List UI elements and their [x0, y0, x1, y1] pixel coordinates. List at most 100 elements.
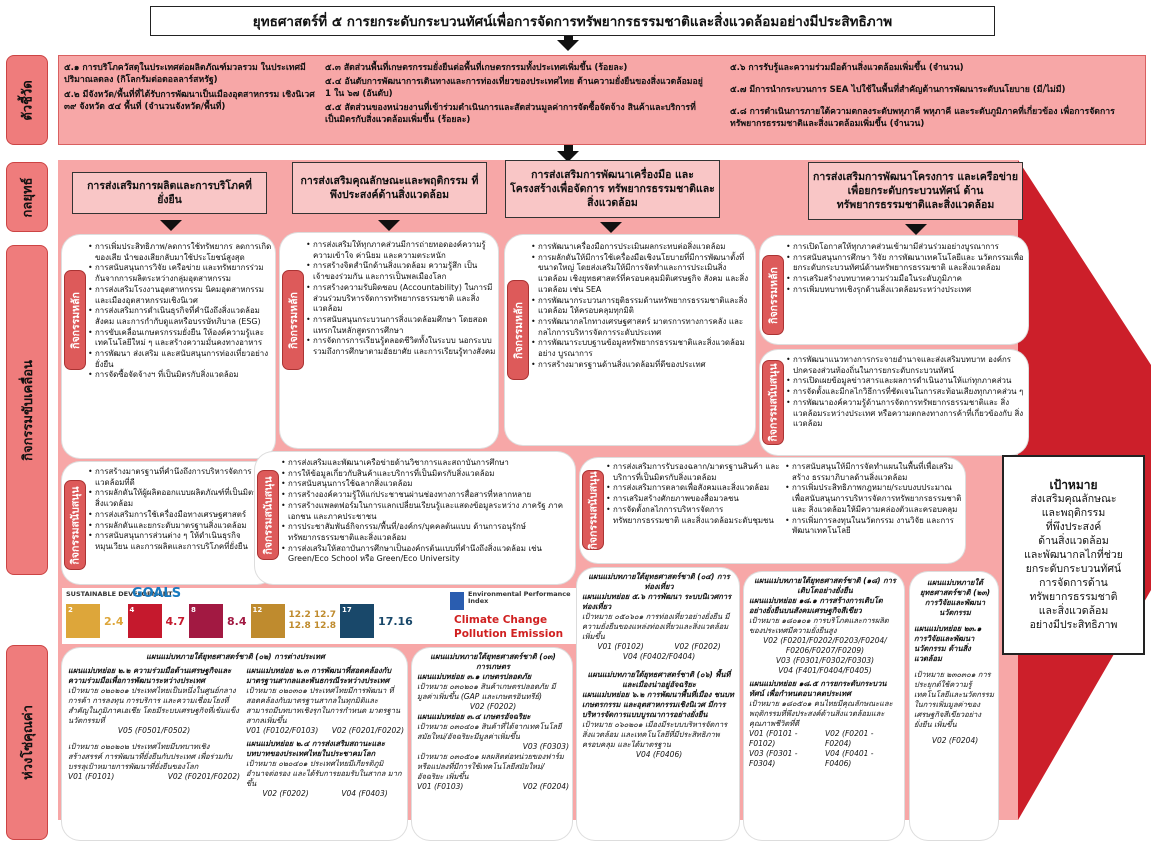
epi-item: Pollution Emission [454, 628, 564, 640]
sdg-2-icon: 2 [66, 604, 100, 638]
sdg-8-icon: 8 [189, 604, 223, 638]
plan-panel-1 [62, 648, 407, 840]
plan-subtitle: แผนแม่บทย่อย ๕.๖ การพัฒนา ระบบนิเวศการท่… [582, 592, 732, 611]
goal-line: การจัดการด้าน [1039, 577, 1108, 589]
list-item: การผลักดันให้มีการใช้เครื่องมือเชิงนโยบา… [531, 253, 753, 296]
plan-subtitle: แผนแม่บทย่อย ๑๘.๕ การยกระดับกระบวนทัศน์ … [749, 679, 887, 698]
list-item: การสนับสนุนการใช้ฉลากสิ่งแวดล้อม [281, 479, 573, 490]
activity-list-1-support: การสร้างมาตรฐานที่คำนึงถึงการบริหารจัดกา… [88, 467, 272, 553]
plan-value: V02 (F0202) [469, 702, 517, 711]
indicator-item: ๕.๕ สัดส่วนของหน่วยงานที่เข้าร่วมดำเนินก… [325, 103, 696, 125]
plan-value: V01 (F0101) [68, 772, 115, 781]
side-label-indicators: ตัวชี้วัด [6, 55, 48, 145]
plan-value: V02 (F0201/F0202) [167, 772, 240, 781]
list-item: การจัดตั้งและมีกลไกวิธีการที่ชัดเจนในการ… [786, 387, 1026, 398]
list-item: การเพิ่มประสิทธิภาพกฎหมาย/ระบบงบประมาณ เ… [785, 483, 963, 515]
plan-panel-3 [577, 568, 739, 840]
strategy-box-1: การส่งเสริมการผลิตและการบริโภคที่ยั่งยืน [72, 172, 267, 214]
down-arrow-icon [905, 224, 927, 235]
list-item: การพัฒนาระบบฐานข้อมูลทรัพยากรธรรมชาติและ… [531, 338, 753, 359]
list-item: การสนับสนุนให้มีการจัดทำแผนในพื้นที่เพื่… [785, 462, 963, 483]
list-item: การสร้างจิตสำนึกด้านสิ่งแวดล้อม ความรู้ส… [306, 261, 496, 282]
goal-box: เป้าหมาย ส่งเสริมคุณลักษณะ และพฤติกรรม ท… [1002, 455, 1145, 655]
activity-list-3-main: การพัฒนาเครื่องมือการประเมินผลกระทบต่อสิ… [531, 242, 753, 370]
list-item: การสนับสนุนการส่วนต่าง ๆ ให้ดำเนินธุรกิจ… [88, 531, 272, 552]
plan-block-2: แผนแม่บทภายใต้ยุทธศาสตร์ชาติ (๐๓) การเกษ… [417, 652, 569, 792]
plan-block-4: แผนแม่บทภายใต้ยุทธศาสตร์ชาติ (๑๘) การเติ… [749, 576, 901, 769]
list-item: การพัฒนาองค์ความรู้ด้านการจัดการทรัพยากร… [786, 398, 1026, 430]
plan-value: V01 (F0101 - F0102) [749, 729, 798, 748]
plan-goal: เป้าหมาย ๒๓๐๓๐๑ การประยุกต์ใช้ความรู้ เท… [914, 670, 994, 729]
activity-list-2-main: การส่งเสริมให้ทุกภาคส่วนมีการถ่ายทอดองค์… [306, 240, 496, 358]
list-item: การขับเคลื่อนเกษตรกรรมยั่งยืน ให้องค์ควา… [88, 328, 272, 349]
plan-value: V03 (F0301 - F0304) [749, 749, 798, 768]
down-arrow-icon [600, 222, 622, 233]
list-item: การสร้างมาตรฐานด้านสิ่งแวดล้อมที่ดีของปร… [531, 360, 753, 371]
plan-title: แผนแม่บทภายใต้ยุทธศาสตร์ชาติ (๐๒) การต่า… [146, 652, 325, 661]
plan-goal: เป้าหมาย ๐๒๐๒๐๒ ประเทศไทยมีบทบาทเชิงสร้า… [68, 742, 233, 771]
sdg-strip: SUSTAINABLE DEVELOPMENT GOALS 2 2.4 4 4.… [62, 586, 582, 644]
tag-main-activity: กิจกรรมหลัก [282, 270, 304, 370]
plan-goal: เป้าหมาย ๐๒๐๓๐๑ ประเทศไทยมีการพัฒนา ที่ส… [246, 686, 401, 725]
list-item: การสร้างองค์ความรู้ให้แก่ประชาชนผ่านช่อง… [281, 490, 573, 501]
activity-list-4-main: การเปิดโอกาสให้ทุกภาคส่วนเข้ามามีส่วนร่ว… [786, 242, 1026, 296]
plan-title: แผนแม่บทภายใต้ ยุทธศาสตร์ชาติ (๒๓) การวิ… [919, 578, 991, 617]
list-item: การส่งเสริมโรงงานอุตสาหกรรม นิคมอุตสาหกร… [88, 285, 272, 306]
indicator-item: ๕.๖ การรับรู้และความร่วมมือด้านสิ่งแวดล้… [730, 63, 964, 73]
list-item: การสนับสนุนการศึกษา วิจัย การพัฒนาเทคโนโ… [786, 253, 1026, 274]
activity-list-3-support-right: การสนับสนุนให้มีการจัดทำแผนในพื้นที่เพื่… [785, 462, 963, 537]
tag-support-activity: กิจกรรมสนับสนุน [762, 360, 784, 445]
plan-value: V05 (F0501/F0502) [117, 726, 191, 735]
plan-panel-5 [910, 572, 998, 840]
list-item: การสนับสนุนการวิจัย เครือข่าย และทรัพยาก… [88, 263, 272, 284]
plan-title: แผนแม่บทภายใต้ยุทธศาสตร์ชาติ (๐๔) การท่อ… [588, 572, 730, 591]
list-item: การผลักดันให้ผู้ผลิตออกแบบผลิตภัณฑ์ที่เป… [88, 488, 272, 509]
plan-value: V01 (F0102) [597, 642, 644, 651]
plan-block-5: แผนแม่บทภายใต้ ยุทธศาสตร์ชาติ (๒๓) การวิ… [914, 578, 996, 746]
goal-line: ด้านสิ่งแวดล้อม [1038, 535, 1109, 547]
side-label-activities: กิจกรรมขับเคลื่อน [6, 245, 48, 575]
list-item: การสร้างแพลตฟอร์มในการแลกเปลี่ยนเรียนรู้… [281, 501, 573, 522]
list-item: การให้ข้อมูลเกี่ยวกับสินค้าและบริการที่เ… [281, 469, 573, 480]
list-item: การเปิดโอกาสให้ทุกภาคส่วนเข้ามามีส่วนร่ว… [786, 242, 1026, 253]
indicator-item: ๕.๓ สัดส่วนพื้นที่เกษตรกรรมยั่งยืนต่อพื้… [325, 63, 628, 73]
plan-title: แผนแม่บทภายใต้ยุทธศาสตร์ชาติ (๐๓) การเกษ… [430, 652, 556, 671]
plan-panel-2 [412, 648, 572, 840]
activity-list-1-main: การเพิ่มประสิทธิภาพ/ลดการใช้ทรัพยากร ลดก… [88, 242, 272, 381]
plan-value: V02 (F0204) [931, 736, 979, 745]
plan-goal: เป้าหมาย ๐๓๐๔๐๑ สินค้าที่ได้จากเทคโนโลยี… [417, 722, 562, 741]
list-item: การสร้างมาตรฐานที่คำนึงถึงการบริหารจัดกา… [88, 467, 272, 488]
plan-block-1b: แผนแม่บทย่อย ๒.๓ การพัฒนาที่สอดคล้องกับ … [246, 666, 404, 799]
activity-list-3-support-left: การส่งเสริมการรับรองฉลาก/มาตรฐานสินค้า แ… [606, 462, 781, 526]
plan-goal: เป้าหมาย ๑๘๐๑๐๑ การบริโภคและการผลิต ของป… [749, 616, 889, 635]
tag-support-activity: กิจกรรมสนับสนุน [582, 470, 604, 550]
list-item: การส่งเสริมและพัฒนาเครือข่ายด้านวิชาการแ… [281, 458, 573, 469]
plan-value: V04 (F0403) [341, 789, 388, 798]
epi-item: Climate Change [454, 614, 548, 626]
goal-line: ที่พึงประสงค์ [1045, 521, 1102, 533]
goal-line: ยกระดับกระบวนทัศน์ [1025, 563, 1122, 575]
list-item: การพัฒนากลไกทางเศรษฐศาสตร์ มาตรการทางการ… [531, 317, 753, 338]
plan-value: V02 (F0202) [674, 642, 721, 651]
side-label-value-chain: ห่วงโซ่คุณค่า [6, 645, 48, 840]
plan-goal: เป้าหมาย ๑๘๐๕๐๑ คนไทยมีคุณลักษณะและ พฤติ… [749, 699, 893, 728]
indicator-item: ๕.๔ อันดับการพัฒนาการเดินทางและการท่องเท… [325, 77, 703, 99]
plan-subtitle: แผนแม่บทย่อย ๖.๒ การพัฒนาพื้นที่เมือง ชน… [582, 690, 734, 719]
plan-value: V02 (F0202) [262, 789, 309, 798]
plan-goal: เป้าหมาย ๐๓๐๒๐๑ สินค้าเกษตรปลอดภัย มีมูล… [417, 682, 556, 701]
goal-line: และสิ่งแวดล้อม [1038, 605, 1109, 617]
tag-main-activity: กิจกรรมหลัก [762, 255, 784, 335]
plan-block-3: แผนแม่บทภายใต้ยุทธศาสตร์ชาติ (๐๔) การท่อ… [582, 572, 736, 760]
indicator-band [58, 55, 1146, 145]
plan-subtitle: แผนแม่บทย่อย ๒.๓ การพัฒนาที่สอดคล้องกับ … [246, 666, 392, 685]
plan-goal: เป้าหมาย ๐๕๐๖๐๑ การท่องเที่ยวอย่างยั่งยื… [582, 612, 730, 641]
goal-heading: เป้าหมาย [1049, 478, 1098, 492]
sdg-12-icon: 12 [250, 604, 285, 638]
plan-value: V03 (F0303) [522, 742, 569, 751]
list-item: การเพิ่มบทบาทเชิงรุกด้านสิ่งแวดล้อมระหว่… [786, 285, 1026, 296]
goal-line: ทรัพยากรธรรมชาติ [1029, 591, 1118, 603]
plan-title: แผนแม่บทภายใต้ยุทธศาสตร์ชาติ (๑๘) การเติ… [754, 576, 896, 595]
activity-list-4-support: การพัฒนาแนวทางการกระจายอำนาจและส่งเสริมบ… [786, 355, 1026, 430]
epi-label: Environmental Performance Index [468, 590, 571, 605]
plan-goal: เป้าหมาย ๐๖๐๒๐๑ เมืองมีระบบบริหารจัดการ … [582, 720, 728, 749]
